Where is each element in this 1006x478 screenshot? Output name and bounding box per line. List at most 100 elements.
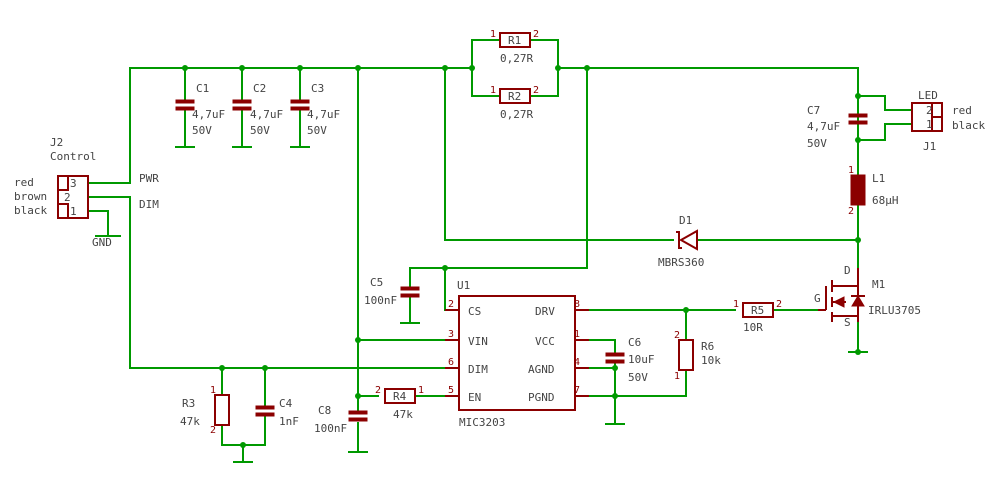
r2-pin-b: 2 <box>533 85 539 96</box>
r5-pin-b: 2 <box>776 299 782 310</box>
j1-ref: J1 <box>923 140 936 153</box>
c2-voltage: 50V <box>250 124 270 137</box>
r6-value: 10k <box>701 354 721 367</box>
r3-value: 47k <box>180 415 200 428</box>
r4-pin-a: 2 <box>375 385 381 396</box>
r3-pin-b: 2 <box>210 425 216 436</box>
c6-value: 10uF <box>628 353 655 366</box>
u1-pin-vcc: VCC <box>535 335 555 348</box>
l1-ref: L1 <box>872 172 885 185</box>
r1-pin-b: 2 <box>533 29 539 40</box>
r1-value: 0,27R <box>500 52 533 65</box>
connector-j2: J2 Control 3 2 1 red brown black <box>14 136 96 219</box>
capacitor-c5: C5 100nF <box>364 276 420 307</box>
r4-ref: R4 <box>393 390 407 403</box>
resistor-r2: R2 1 2 0,27R <box>490 85 539 121</box>
u1-pin6-num: 6 <box>448 357 454 368</box>
j1-wire-red: red <box>952 104 972 117</box>
c1-ref: C1 <box>196 82 209 95</box>
u1-pin2-num: 2 <box>448 299 454 310</box>
resistor-r5: R5 10R 1 2 <box>733 299 782 334</box>
r6-ref: R6 <box>701 340 714 353</box>
r3-pin-a: 1 <box>210 385 216 396</box>
r4-value: 47k <box>393 408 413 421</box>
capacitor-c8: C8 100nF <box>314 404 368 435</box>
capacitor-c7: C7 4,7uF 50V <box>807 104 868 150</box>
ic-u1: U1 MIC3203 2 CS 3 VIN 6 DIM 5 EN 8 DRV 1… <box>445 279 589 429</box>
c8-ref: C8 <box>318 404 331 417</box>
resistor-r1: R1 1 2 0,27R <box>490 29 539 65</box>
u1-part: MIC3203 <box>459 416 505 429</box>
c3-ref: C3 <box>311 82 324 95</box>
capacitor-c1: C1 4,7uF 50V <box>175 82 225 137</box>
j2-pin3: 3 <box>70 177 77 190</box>
r3-ref: R3 <box>182 397 195 410</box>
resistor-r4: R4 47k 2 1 <box>375 385 424 421</box>
mosfet-m1: D G S M1 IRLU3705 <box>814 264 921 329</box>
c2-value: 4,7uF <box>250 108 283 121</box>
c1-value: 4,7uF <box>192 108 225 121</box>
u1-ref: U1 <box>457 279 470 292</box>
r2-value: 0,27R <box>500 108 533 121</box>
j1-wire-black: black <box>952 119 985 132</box>
r5-ref: R5 <box>751 304 764 317</box>
m1-ref: M1 <box>872 278 885 291</box>
m1-source: S <box>844 316 851 329</box>
capacitor-c2: C2 4,7uF 50V <box>232 82 283 137</box>
c3-voltage: 50V <box>307 124 327 137</box>
net-label-gnd: GND <box>92 236 112 249</box>
inductor-l1: L1 68µH 1 2 <box>848 165 899 217</box>
l1-pin-a: 1 <box>848 165 854 176</box>
d1-ref: D1 <box>679 214 692 227</box>
r1-pin-a: 1 <box>490 29 496 40</box>
u1-pin1-num: 1 <box>574 329 580 340</box>
d1-part: MBRS360 <box>658 256 704 269</box>
connector-j1: LED J1 2 1 red black <box>911 89 985 153</box>
capacitor-c6: C6 10uF 50V <box>605 336 655 384</box>
c7-ref: C7 <box>807 104 820 117</box>
c5-ref: C5 <box>370 276 383 289</box>
j2-wire-black: black <box>14 204 47 217</box>
j1-name: LED <box>918 89 938 102</box>
u1-pin-en: EN <box>468 391 481 404</box>
c7-value: 4,7uF <box>807 120 840 133</box>
l1-pin-b: 2 <box>848 206 854 217</box>
c4-ref: C4 <box>279 397 293 410</box>
u1-pin5-num: 5 <box>448 385 454 396</box>
m1-part: IRLU3705 <box>868 304 921 317</box>
r4-pin-b: 1 <box>418 385 424 396</box>
c1-voltage: 50V <box>192 124 212 137</box>
u1-pin-vin: VIN <box>468 335 488 348</box>
j1-pin2: 2 <box>926 104 933 117</box>
u1-pin3-num: 3 <box>448 329 454 340</box>
j2-wire-red: red <box>14 176 34 189</box>
j2-name: Control <box>50 150 96 163</box>
j2-pin1: 1 <box>70 205 77 218</box>
c7-voltage: 50V <box>807 137 827 150</box>
junctions <box>182 65 861 448</box>
j2-ref: J2 <box>50 136 63 149</box>
m1-gate: G <box>814 292 821 305</box>
j2-wire-brown: brown <box>14 190 47 203</box>
c6-voltage: 50V <box>628 371 648 384</box>
r5-pin-a: 1 <box>733 299 739 310</box>
diode-d1: D1 MBRS360 <box>658 214 704 269</box>
u1-pin7-num: 7 <box>574 385 580 396</box>
resistor-r6: R6 10k 2 1 <box>674 330 721 382</box>
u1-pin-cs: CS <box>468 305 481 318</box>
c8-value: 100nF <box>314 422 347 435</box>
resistor-r3: R3 47k 1 2 <box>180 385 230 436</box>
c4-value: 1nF <box>279 415 299 428</box>
u1-pin-drv: DRV <box>535 305 555 318</box>
c2-ref: C2 <box>253 82 266 95</box>
j2-pin2: 2 <box>64 191 71 204</box>
capacitor-c3: C3 4,7uF 50V <box>290 82 340 137</box>
m1-drain: D <box>844 264 851 277</box>
r6-pin-b: 1 <box>674 371 680 382</box>
j1-pin1: 1 <box>926 118 933 131</box>
r6-pin-a: 2 <box>674 330 680 341</box>
u1-pin8-num: 8 <box>574 299 580 310</box>
c3-value: 4,7uF <box>307 108 340 121</box>
c5-value: 100nF <box>364 294 397 307</box>
